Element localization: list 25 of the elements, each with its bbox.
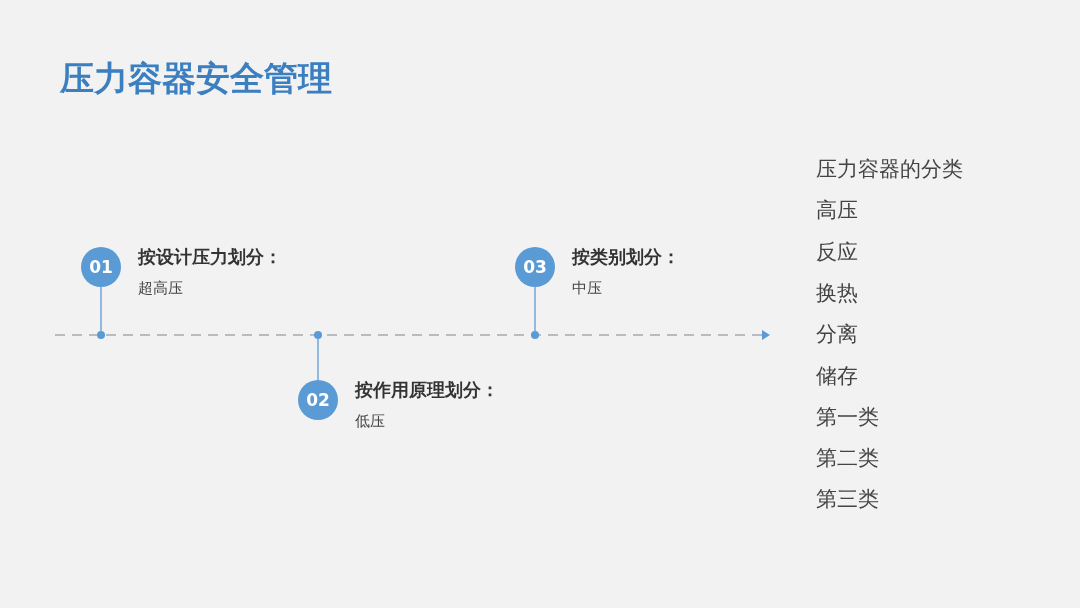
list-item: 反应 [816,238,858,266]
timeline-dot [531,331,539,339]
list-item: 储存 [816,362,858,390]
number-circle: 01 [81,247,121,287]
connector-line [534,286,536,332]
list-heading: 压力容器的分类 [816,156,963,183]
number-circle: 03 [515,247,555,287]
list-item: 换热 [816,279,858,307]
step-text: 低压 [355,412,385,431]
list-item: 分离 [816,321,858,349]
step-heading: 按设计压力划分： [138,245,282,269]
connector-line [317,338,319,381]
connector-line [100,286,102,332]
list-item: 第一类 [816,403,879,431]
list-item: 第二类 [816,445,879,473]
title: 压力容器安全管理 [60,57,332,100]
list-item: 第三类 [816,486,879,514]
step-heading: 按类别划分： [572,245,680,269]
step-text: 超高压 [138,279,183,298]
step-text: 中压 [572,279,602,298]
timeline-dot [97,331,105,339]
list-item: 高压 [816,197,858,225]
timeline-dot [314,331,322,339]
step-heading: 按作用原理划分： [355,378,499,402]
number-circle: 02 [298,380,338,420]
